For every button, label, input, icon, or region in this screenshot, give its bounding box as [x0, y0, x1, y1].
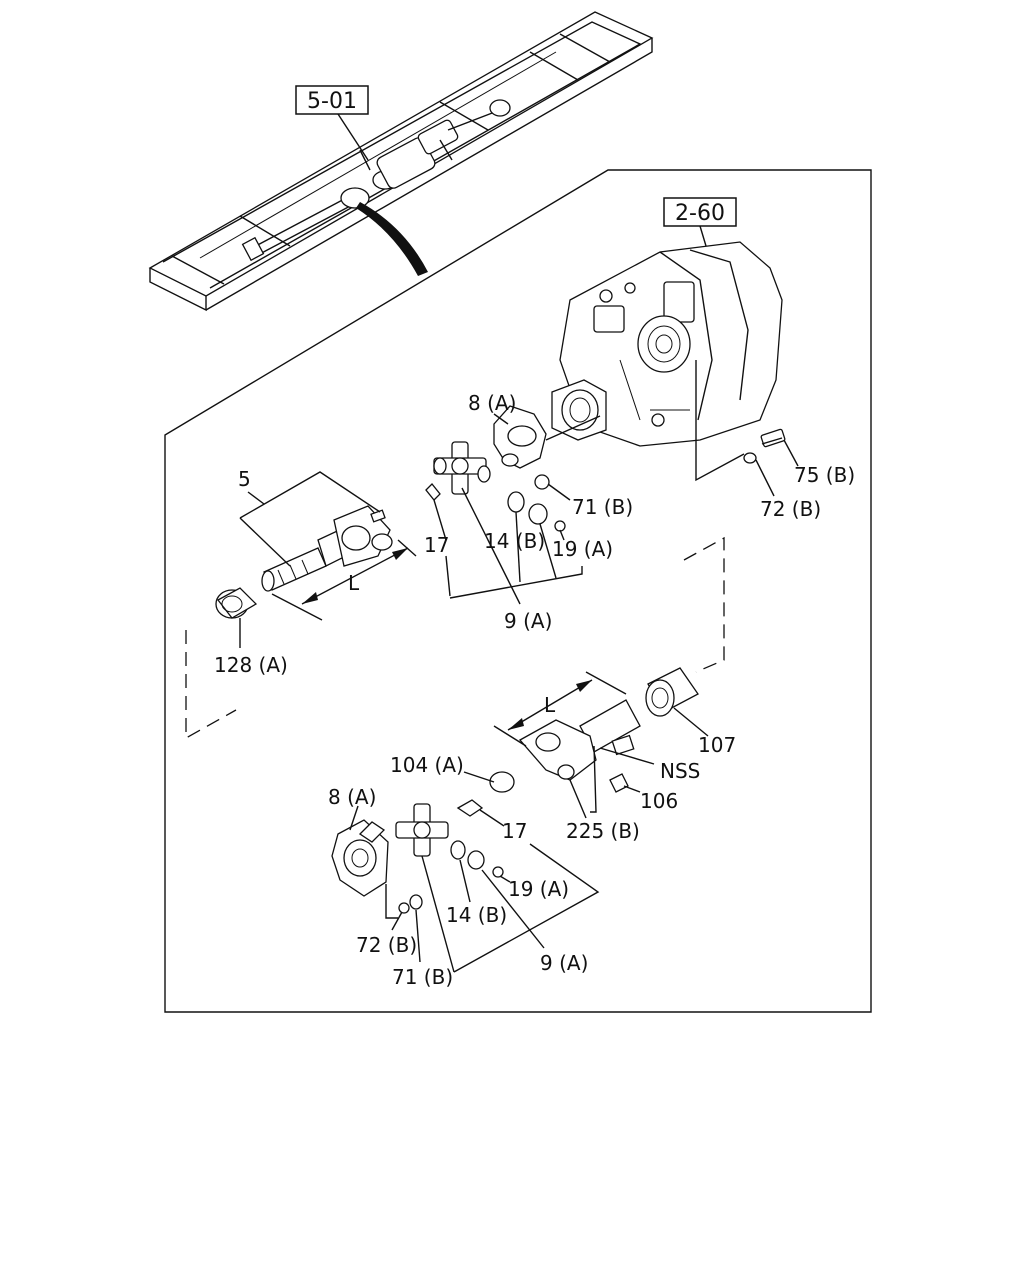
bolt-top: [743, 428, 786, 464]
label-bolt: 75 (B): [794, 463, 855, 487]
label-bearing-top: 14 (B): [484, 529, 545, 553]
leader-lines: [239, 413, 799, 973]
ref-box-transmission[interactable]: 2-60: [663, 197, 737, 247]
label-flange-nut-top: 71 (B): [572, 495, 633, 519]
cross-joint-top: [433, 441, 491, 495]
dimension-top: [271, 539, 417, 621]
boot-107: [645, 667, 699, 717]
bearing-top-parts: [425, 474, 566, 532]
label-yoke-tube: 225 (B): [566, 819, 640, 843]
bearing-bottom-parts: [398, 840, 504, 914]
yoke-bottom: [331, 819, 389, 897]
label-shaft: 5: [238, 467, 251, 491]
dashed-connections: [185, 536, 725, 740]
label-fitting: 106: [640, 789, 678, 813]
label-joint-top: 9 (A): [504, 609, 552, 633]
label-nut-bottom: 71 (B): [392, 965, 453, 989]
ref-transmission-label: 2-60: [675, 201, 725, 226]
label-boot: 107: [698, 733, 736, 757]
label-length-bottom: L: [544, 693, 556, 717]
detail-border: [164, 169, 872, 1013]
label-length-top: L: [348, 571, 360, 595]
ref-box-frame[interactable]: 5-01: [295, 85, 369, 161]
label-washer-bottom: 72 (B): [356, 933, 417, 957]
label-yoke-top: 8 (A): [468, 391, 516, 415]
label-snap-top: 19 (A): [552, 537, 613, 561]
label-bearing-bottom: 14 (B): [446, 903, 507, 927]
yoke-top: [493, 405, 601, 469]
part-labels: 8 (A) 5 71 (B) 75 (B) 72 (B) 17 14 (B) 1…: [214, 391, 855, 989]
chassis-frame: [148, 11, 654, 312]
label-sleeve: 128 (A): [214, 653, 288, 677]
label-washer-top: 72 (B): [760, 497, 821, 521]
label-nss: NSS: [660, 759, 700, 783]
fitting-106: [609, 773, 629, 793]
detail-pointer: [356, 202, 428, 276]
trans-leader: [695, 360, 745, 482]
dimension-bottom: [493, 671, 627, 747]
label-grease-top: 17: [424, 533, 449, 557]
label-plug: 104 (A): [390, 753, 464, 777]
transmission-assembly: [551, 241, 783, 447]
sleeve-128: [215, 587, 258, 619]
slip-yoke-shaft: [261, 505, 393, 592]
label-snap-bottom: 19 (A): [508, 877, 569, 901]
cross-joint-bottom: [395, 799, 484, 857]
label-grease-bottom: 17: [502, 819, 527, 843]
tube-yoke: [518, 699, 641, 781]
label-joint-bottom: 9 (A): [540, 951, 588, 975]
plug-104: [489, 771, 515, 793]
label-yoke-bottom: 8 (A): [328, 785, 376, 809]
ref-frame-label: 5-01: [307, 89, 357, 114]
